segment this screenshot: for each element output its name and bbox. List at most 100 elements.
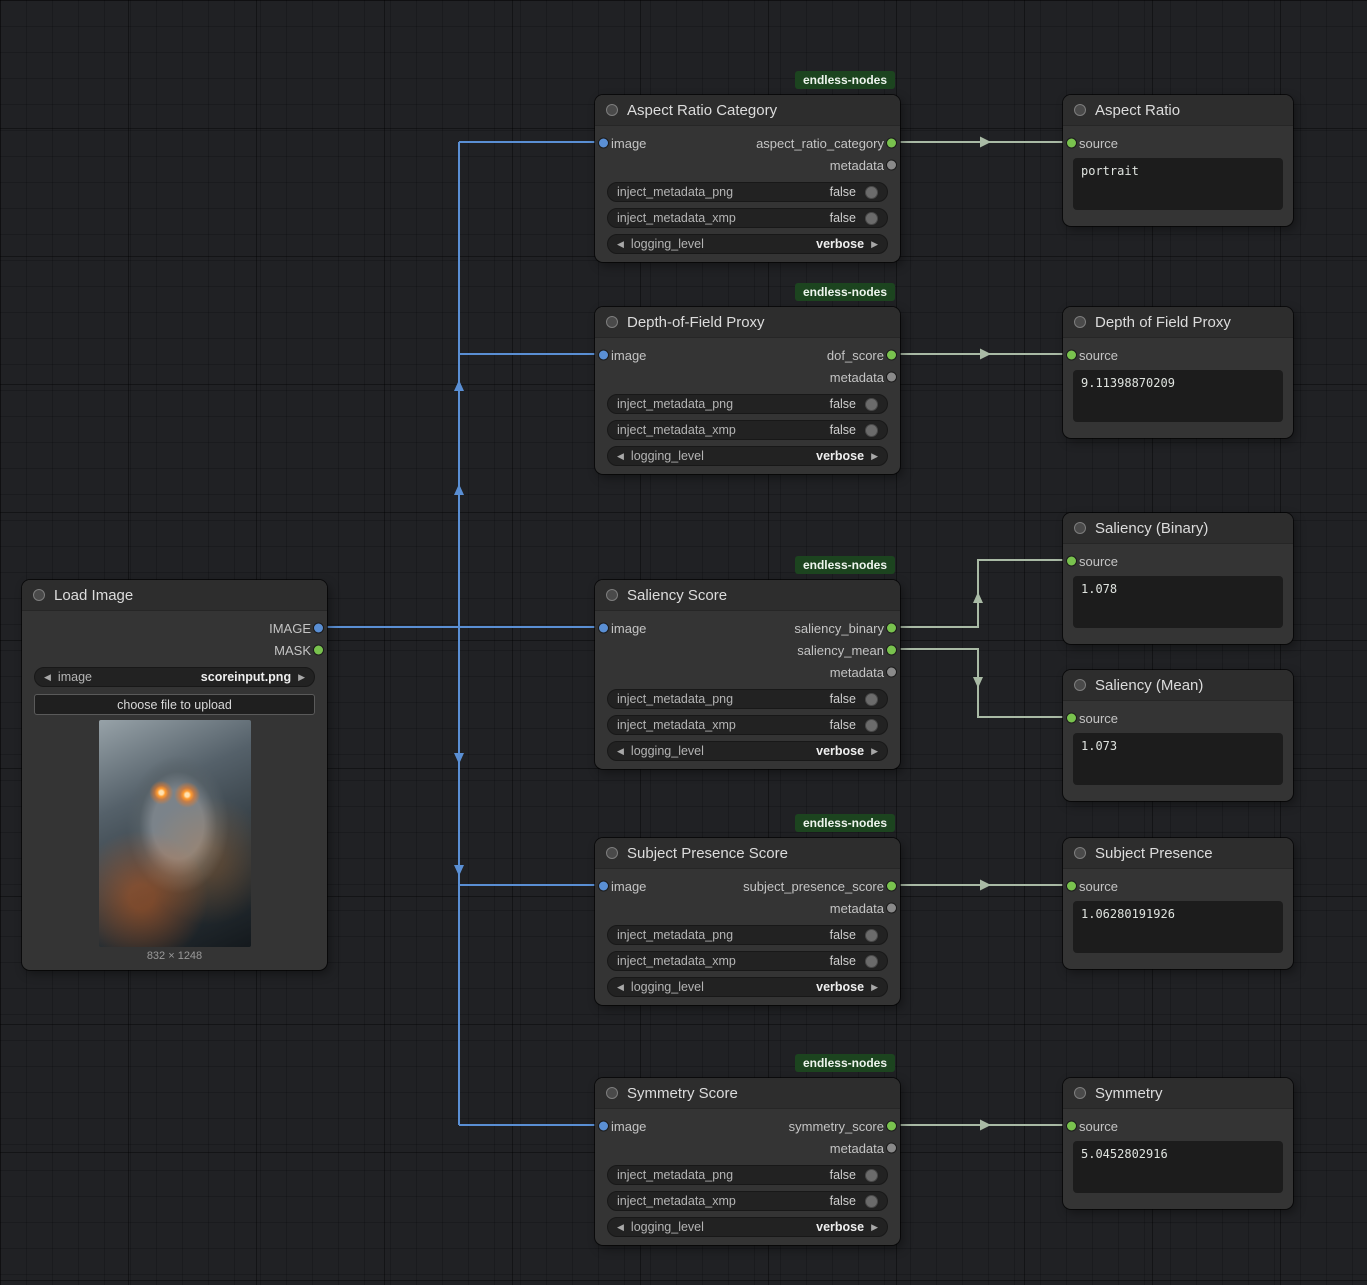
widget-logging-level[interactable]: ◀ logging_level verbose ▶: [607, 234, 888, 254]
output-port[interactable]: [887, 1121, 896, 1131]
value-display[interactable]: portrait: [1073, 158, 1283, 210]
node-title-bar[interactable]: Symmetry: [1063, 1078, 1293, 1109]
input-port-source[interactable]: [1067, 881, 1076, 891]
combo-right-arrow-icon[interactable]: ▶: [298, 672, 305, 682]
widget-inject-metadata-png[interactable]: inject_metadata_png false: [607, 394, 888, 414]
combo-right-arrow-icon[interactable]: ▶: [871, 239, 878, 249]
input-port-image[interactable]: [599, 623, 608, 633]
node-title-bar[interactable]: Depth of Field Proxy: [1063, 307, 1293, 338]
node-subject-presence-score[interactable]: endless-nodes Subject Presence Score ima…: [595, 814, 900, 1005]
toggle-knob[interactable]: [865, 185, 878, 199]
combo-left-arrow-icon[interactable]: ◀: [617, 982, 624, 992]
combo-right-arrow-icon[interactable]: ▶: [871, 982, 878, 992]
output-port-image[interactable]: [314, 623, 323, 633]
input-port-source[interactable]: [1067, 138, 1076, 148]
output-port-metadata[interactable]: [887, 1143, 896, 1153]
node-title-bar[interactable]: Subject Presence: [1063, 838, 1293, 869]
toggle-knob[interactable]: [865, 954, 878, 968]
widget-logging-level[interactable]: ◀ logging_level verbose ▶: [607, 1217, 888, 1237]
output-port-metadata[interactable]: [887, 160, 896, 170]
toggle-knob[interactable]: [865, 928, 878, 942]
toggle-knob[interactable]: [865, 1168, 878, 1182]
node-aspect-ratio-category[interactable]: endless-nodes Aspect Ratio Category imag…: [595, 71, 900, 262]
widget-inject-metadata-xmp[interactable]: inject_metadata_xmp false: [607, 1191, 888, 1211]
node-saliency-score[interactable]: endless-nodes Saliency Score image salie…: [595, 556, 900, 769]
output-port-metadata[interactable]: [887, 667, 896, 677]
value-display[interactable]: 1.06280191926: [1073, 901, 1283, 953]
node-title-bar[interactable]: Subject Presence Score: [595, 838, 900, 869]
combo-left-arrow-icon[interactable]: ◀: [617, 1222, 624, 1232]
input-port-source[interactable]: [1067, 350, 1076, 360]
collapse-dot-icon[interactable]: [1074, 679, 1086, 691]
node-title-bar[interactable]: Saliency (Binary): [1063, 513, 1293, 544]
input-port-image[interactable]: [599, 138, 608, 148]
output-port-mask[interactable]: [314, 645, 323, 655]
node-aspect-ratio-display[interactable]: Aspect Ratio source portrait: [1063, 95, 1293, 226]
node-depth-of-field-display[interactable]: Depth of Field Proxy source 9.1139887020…: [1063, 307, 1293, 438]
node-title-bar[interactable]: Depth-of-Field Proxy: [595, 307, 900, 338]
value-display[interactable]: 1.073: [1073, 733, 1283, 785]
collapse-dot-icon[interactable]: [1074, 522, 1086, 534]
toggle-knob[interactable]: [865, 211, 878, 225]
output-port[interactable]: [887, 138, 896, 148]
combo-left-arrow-icon[interactable]: ◀: [617, 451, 624, 461]
toggle-knob[interactable]: [865, 1194, 878, 1208]
collapse-dot-icon[interactable]: [606, 104, 618, 116]
output-port-metadata[interactable]: [887, 903, 896, 913]
node-title-bar[interactable]: Load Image: [22, 580, 327, 611]
toggle-knob[interactable]: [865, 718, 878, 732]
node-title-bar[interactable]: Symmetry Score: [595, 1078, 900, 1109]
node-title-bar[interactable]: Saliency (Mean): [1063, 670, 1293, 701]
widget-inject-metadata-png[interactable]: inject_metadata_png false: [607, 689, 888, 709]
widget-inject-metadata-xmp[interactable]: inject_metadata_xmp false: [607, 420, 888, 440]
toggle-knob[interactable]: [865, 692, 878, 706]
input-port-source[interactable]: [1067, 556, 1076, 566]
combo-left-arrow-icon[interactable]: ◀: [617, 239, 624, 249]
node-symmetry-display[interactable]: Symmetry source 5.0452802916: [1063, 1078, 1293, 1209]
toggle-knob[interactable]: [865, 423, 878, 437]
widget-inject-metadata-xmp[interactable]: inject_metadata_xmp false: [607, 951, 888, 971]
output-port[interactable]: [887, 645, 896, 655]
collapse-dot-icon[interactable]: [1074, 316, 1086, 328]
node-title-bar[interactable]: Aspect Ratio: [1063, 95, 1293, 126]
input-port-image[interactable]: [599, 881, 608, 891]
widget-inject-metadata-xmp[interactable]: inject_metadata_xmp false: [607, 208, 888, 228]
combo-left-arrow-icon[interactable]: ◀: [617, 746, 624, 756]
output-port[interactable]: [887, 881, 896, 891]
combo-right-arrow-icon[interactable]: ▶: [871, 451, 878, 461]
node-load-image[interactable]: Load Image IMAGE MASK ◀ image scoreinput…: [22, 580, 327, 970]
collapse-dot-icon[interactable]: [606, 1087, 618, 1099]
widget-inject-metadata-png[interactable]: inject_metadata_png false: [607, 1165, 888, 1185]
output-port[interactable]: [887, 623, 896, 633]
combo-left-arrow-icon[interactable]: ◀: [44, 672, 51, 682]
widget-image-combo[interactable]: ◀ image scoreinput.png ▶: [34, 667, 315, 687]
output-port[interactable]: [887, 350, 896, 360]
collapse-dot-icon[interactable]: [1074, 104, 1086, 116]
node-subject-presence-display[interactable]: Subject Presence source 1.06280191926: [1063, 838, 1293, 969]
node-symmetry-score[interactable]: endless-nodes Symmetry Score image symme…: [595, 1054, 900, 1245]
widget-inject-metadata-png[interactable]: inject_metadata_png false: [607, 925, 888, 945]
node-saliency-binary-display[interactable]: Saliency (Binary) source 1.078: [1063, 513, 1293, 644]
combo-right-arrow-icon[interactable]: ▶: [871, 1222, 878, 1232]
collapse-dot-icon[interactable]: [1074, 1087, 1086, 1099]
input-port-source[interactable]: [1067, 713, 1076, 723]
collapse-dot-icon[interactable]: [606, 316, 618, 328]
input-port-image[interactable]: [599, 1121, 608, 1131]
widget-logging-level[interactable]: ◀ logging_level verbose ▶: [607, 741, 888, 761]
node-saliency-mean-display[interactable]: Saliency (Mean) source 1.073: [1063, 670, 1293, 801]
output-port-metadata[interactable]: [887, 372, 896, 382]
node-title-bar[interactable]: Saliency Score: [595, 580, 900, 611]
collapse-dot-icon[interactable]: [606, 847, 618, 859]
value-display[interactable]: 1.078: [1073, 576, 1283, 628]
collapse-dot-icon[interactable]: [33, 589, 45, 601]
widget-logging-level[interactable]: ◀ logging_level verbose ▶: [607, 446, 888, 466]
widget-inject-metadata-xmp[interactable]: inject_metadata_xmp false: [607, 715, 888, 735]
input-port-source[interactable]: [1067, 1121, 1076, 1131]
widget-inject-metadata-png[interactable]: inject_metadata_png false: [607, 182, 888, 202]
choose-file-button[interactable]: choose file to upload: [34, 694, 315, 715]
toggle-knob[interactable]: [865, 397, 878, 411]
collapse-dot-icon[interactable]: [1074, 847, 1086, 859]
node-depth-of-field-proxy[interactable]: endless-nodes Depth-of-Field Proxy image…: [595, 283, 900, 474]
value-display[interactable]: 5.0452802916: [1073, 1141, 1283, 1193]
collapse-dot-icon[interactable]: [606, 589, 618, 601]
